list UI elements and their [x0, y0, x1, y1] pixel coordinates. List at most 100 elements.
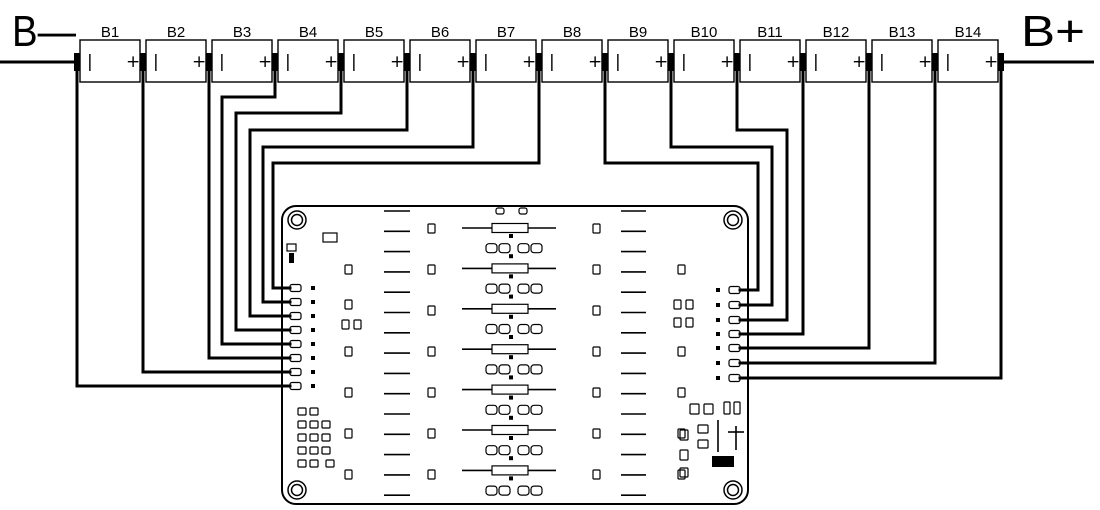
cell-label: B12 — [823, 24, 850, 41]
cell-plus-symbol: + — [918, 52, 932, 72]
pin-marker — [716, 288, 720, 292]
cell-connector — [602, 53, 608, 71]
pin-marker — [311, 384, 315, 388]
board-smd-part — [697, 439, 709, 449]
board-via — [509, 355, 513, 360]
board-capacitor — [517, 364, 530, 375]
cell-label: B9 — [629, 24, 647, 41]
board-via — [509, 476, 513, 481]
board-capacitor — [341, 319, 350, 330]
cell-minus-symbol: | — [417, 52, 423, 72]
board-pad — [495, 207, 505, 215]
board-capacitor — [517, 283, 530, 294]
cell-connector — [404, 53, 410, 71]
board-smd-part — [297, 407, 307, 416]
board-smd-part — [321, 446, 331, 455]
board-smd-part — [703, 403, 714, 415]
bms-board — [281, 205, 749, 505]
cell-label: B1 — [101, 24, 119, 41]
cell-minus-symbol: | — [879, 52, 885, 72]
cell-body — [79, 39, 141, 83]
cell-minus-symbol: | — [87, 52, 93, 72]
mounting-hole-bore — [290, 483, 304, 497]
battery-cell: B5|+ — [343, 24, 405, 83]
board-smd-part — [689, 403, 700, 415]
cell-body — [145, 39, 207, 83]
board-capacitor — [485, 364, 498, 375]
board-capacitor — [592, 387, 601, 398]
board-capacitor — [685, 317, 694, 328]
board-capacitor — [427, 387, 436, 398]
cell-plus-symbol: + — [654, 52, 668, 72]
pin-marker — [311, 328, 315, 332]
balance-wire-b7-b8 — [271, 69, 541, 290]
board-smd-part — [297, 420, 307, 429]
board-capacitor — [677, 469, 686, 480]
cell-connector — [998, 53, 1004, 71]
battery-cell: B4|+ — [277, 24, 339, 83]
board-capacitor — [530, 243, 543, 254]
cell-plus-symbol: + — [258, 52, 272, 72]
cell-label: B11 — [757, 24, 783, 41]
board-capacitor — [685, 299, 694, 310]
board-capacitor — [485, 404, 498, 415]
battery-cell: B11|+ — [739, 24, 801, 83]
mounting-hole-bore — [290, 213, 304, 227]
board-smd-part — [733, 401, 741, 415]
board-components — [286, 207, 744, 500]
cell-connector — [206, 53, 212, 71]
b-plus-label: B+ — [1021, 7, 1085, 56]
board-via — [509, 375, 513, 380]
battery-cell: B9|+ — [607, 24, 669, 83]
board-capacitor — [498, 364, 511, 375]
board-capacitor — [322, 232, 338, 243]
cell-label: B8 — [563, 24, 581, 41]
pin-marker — [716, 376, 720, 380]
board-via — [509, 395, 513, 400]
board-via — [509, 314, 513, 319]
cell-connector — [800, 53, 806, 71]
board-capacitor — [427, 223, 436, 234]
board-capacitor — [344, 428, 353, 439]
board-capacitor — [344, 299, 353, 310]
board-capacitor — [530, 323, 543, 335]
cell-minus-symbol: | — [945, 52, 951, 72]
pin-marker — [311, 342, 315, 346]
balance-wire-b-minus — [75, 69, 292, 388]
board-capacitor — [517, 485, 530, 496]
cell-label: B2 — [167, 24, 185, 41]
cell-body — [739, 39, 801, 83]
pin-marker — [716, 361, 720, 365]
balance-wire-b-plus — [738, 69, 1003, 380]
board-capacitor — [344, 387, 353, 398]
battery-cell: B12|+ — [805, 24, 867, 83]
cell-minus-symbol: | — [219, 52, 225, 72]
cell-connector — [140, 53, 146, 71]
cell-connector — [668, 53, 674, 71]
board-capacitor — [592, 469, 601, 480]
board-capacitor — [677, 387, 686, 398]
board-capacitor — [530, 485, 543, 496]
battery-cell: B13|+ — [871, 24, 933, 83]
mounting-hole — [287, 480, 307, 500]
board-capacitor — [344, 469, 353, 480]
board-via — [509, 254, 513, 259]
board-capacitor — [677, 346, 686, 357]
cell-connector — [866, 53, 872, 71]
cell-connector — [272, 53, 278, 71]
board-capacitor — [498, 283, 511, 294]
board-capacitor — [427, 469, 436, 480]
board-via — [509, 294, 513, 299]
cell-label: B5 — [365, 24, 383, 41]
cell-body — [409, 39, 471, 83]
cell-minus-symbol: | — [813, 52, 819, 72]
board-smd-part — [697, 424, 709, 434]
board-capacitor — [427, 346, 436, 357]
board-capacitor — [498, 485, 511, 496]
balance-wire-b8-b9 — [603, 69, 760, 292]
board-capacitor — [530, 364, 543, 375]
balance-wire-b9-b10 — [669, 69, 774, 307]
cell-label: B10 — [691, 24, 718, 41]
pin-marker — [716, 303, 720, 307]
